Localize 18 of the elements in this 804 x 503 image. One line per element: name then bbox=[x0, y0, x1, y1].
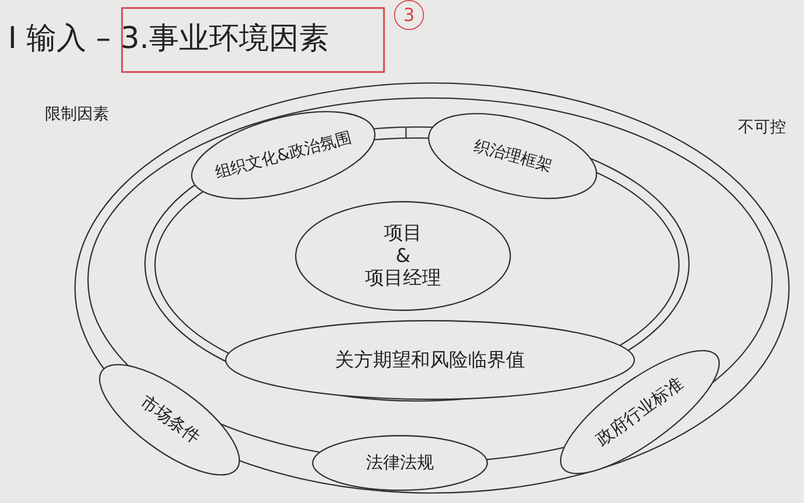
ellipse-shape bbox=[99, 364, 240, 476]
title: I 输入 – 3.事业环境因素 bbox=[8, 20, 330, 58]
ellipse-label: 法律法规 bbox=[366, 452, 434, 474]
ellipse-shape bbox=[312, 435, 488, 491]
side-note: 不可控 bbox=[738, 117, 786, 138]
ellipse-label: 市场条件 bbox=[136, 392, 204, 448]
ellipse-shape bbox=[428, 112, 598, 200]
ellipse-label: 政府行业标准 bbox=[592, 374, 688, 450]
ellipse-shape bbox=[190, 110, 376, 200]
ellipse-shape bbox=[225, 320, 635, 400]
ellipse-label: 关方期望和风险临界值 bbox=[335, 348, 525, 372]
ellipse-label: 项目 & 项目经理 bbox=[364, 222, 442, 290]
ellipse-shape bbox=[295, 201, 511, 311]
circled-number: 3 bbox=[394, 0, 424, 30]
ellipse-label: 织治理框架 bbox=[472, 136, 554, 176]
ellipse-shape bbox=[560, 350, 720, 474]
ellipse-label: 组织文化&政治氛围 bbox=[212, 128, 354, 182]
side-note: 限制因素 bbox=[45, 104, 109, 125]
